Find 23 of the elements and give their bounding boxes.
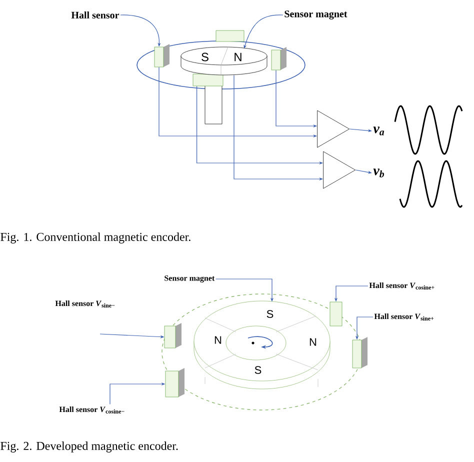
sensor-label: Hall sensor V$_{sine+}$ (374, 313, 434, 320)
figure-caption: Fig. 1. Conventional magnetic encoder. (0, 232, 190, 244)
signal-label: v$_{b}$ (373, 168, 384, 178)
amplifier-symbol (317, 110, 350, 148)
figure-caption: Fig. 2. Developed magnetic encoder. (0, 442, 178, 452)
magnet-disk: S N N S (194, 300, 330, 390)
hall-sensor (164, 323, 182, 348)
sensor-label: Sensor magnet (164, 275, 215, 283)
hall-sensor (330, 302, 342, 326)
signal-label: v$_{a}$ (373, 126, 384, 136)
hall-sensor (271, 47, 286, 70)
amplifier-symbol (323, 151, 356, 189)
sensor-label: Sensor magnet (284, 10, 348, 20)
sensor-label: Hall sensor (71, 11, 120, 18)
hall-sensor (352, 337, 368, 368)
hall-sensor (216, 30, 244, 42)
magnet-disk: S N (180, 46, 268, 76)
hall-sensor (165, 368, 184, 398)
sensor-label: Hall sensor V$_{cosine−}$ (59, 406, 124, 414)
sensor-label: Hall sensor V$_{sine−}$ (55, 300, 115, 308)
hall-sensor (154, 44, 170, 68)
hall-sensor (192, 74, 224, 86)
sensor-label: Hall sensor V$_{cosine+}$ (369, 282, 434, 290)
